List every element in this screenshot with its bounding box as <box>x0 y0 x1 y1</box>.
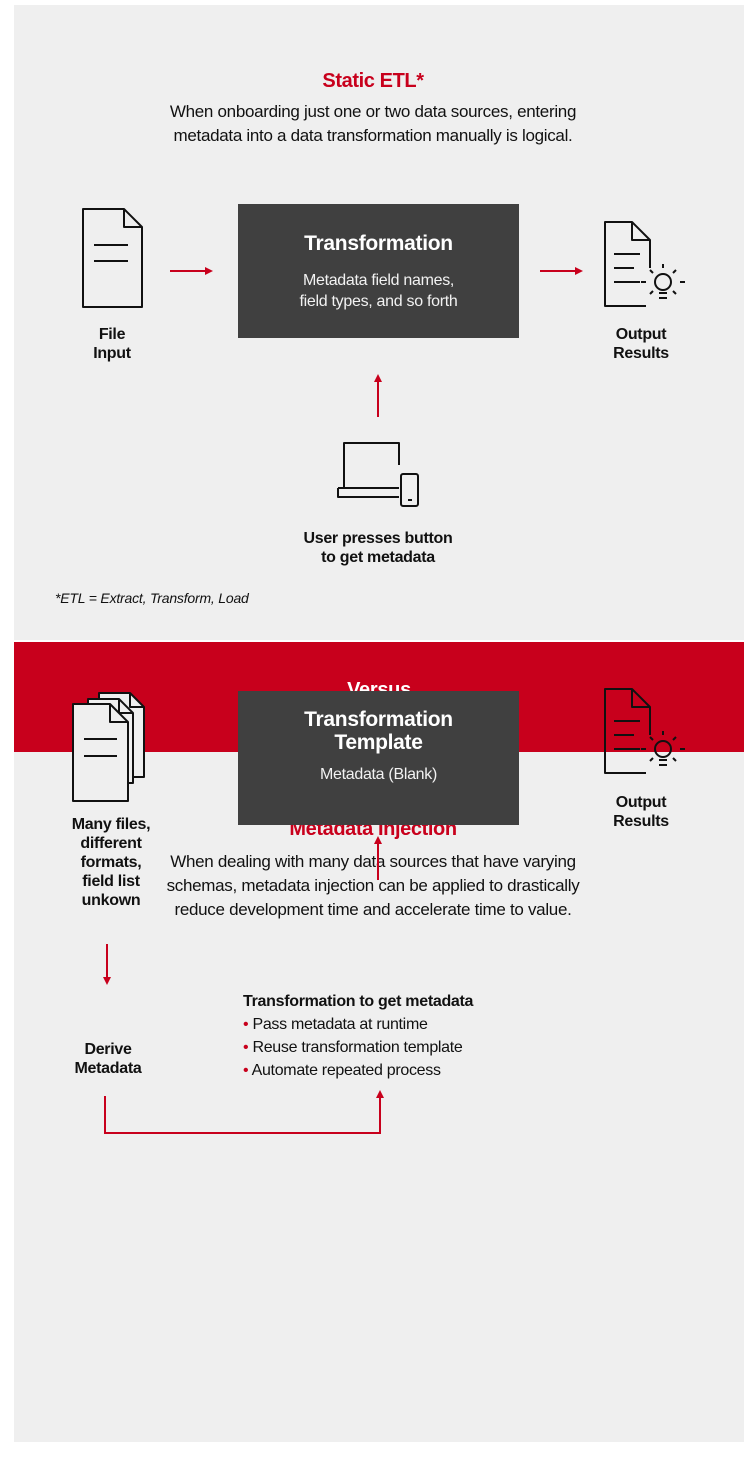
intro-line: reduce development time and accelerate t… <box>174 900 572 919</box>
transformation-box: Transformation Metadata field names, fie… <box>238 204 519 338</box>
output-results-label: Output Results <box>598 325 684 363</box>
intro-line: When dealing with many data sources that… <box>170 852 576 871</box>
bullet-dot: • <box>243 1016 253 1033</box>
arrow-right <box>170 267 213 275</box>
label-line: field list <box>82 873 140 890</box>
arrow-down <box>103 944 111 985</box>
document-icon <box>82 208 143 308</box>
box-sub-line: Metadata field names, <box>302 272 455 289</box>
label-line: Derive <box>84 1041 132 1058</box>
bullets-title: Transformation to get metadata <box>243 993 474 1010</box>
bullet-text: Automate repeated process <box>251 1062 441 1079</box>
file-input-label: File Input <box>70 325 154 363</box>
derive-metadata-label: Derive Metadata <box>60 1040 156 1078</box>
label-line: Results <box>613 813 669 830</box>
box-title-line: Transformation <box>304 708 453 731</box>
static-etl-title: Static ETL* <box>322 70 424 92</box>
user-presses-button-label: User presses button to get metadata <box>268 529 488 567</box>
label-line: Output <box>615 794 667 811</box>
static-etl-intro: When onboarding just one or two data sou… <box>0 100 746 148</box>
intro-line: metadata into a data transformation manu… <box>173 126 573 145</box>
box-title-line: Template <box>334 731 423 754</box>
box-sub-line: field types, and so forth <box>299 293 458 310</box>
bullet-item: • Automate repeated process <box>243 1062 441 1080</box>
bullet-dot: • <box>243 1039 253 1056</box>
many-files-label: Many files, different formats, field lis… <box>55 815 167 910</box>
intro-line: When onboarding just one or two data sou… <box>169 102 577 121</box>
arrow-right <box>540 267 583 275</box>
report-lightbulb-icon <box>604 221 685 307</box>
template-box-title: Transformation Template <box>238 708 519 754</box>
bullet-text: Pass metadata at runtime <box>252 1016 428 1033</box>
laptop-phone-icon <box>337 442 419 507</box>
transformation-box-subtitle: Metadata field names, field types, and s… <box>238 270 519 312</box>
label-line: Metadata <box>74 1060 142 1077</box>
label-line: Many files, <box>71 816 151 833</box>
label-line: to get metadata <box>321 549 435 566</box>
transformation-box-title: Transformation <box>304 232 453 255</box>
arrow-up <box>374 836 382 880</box>
label-line: User presses button <box>303 530 453 547</box>
label-line: Input <box>93 345 131 362</box>
bullet-item: • Reuse transformation template <box>243 1039 463 1057</box>
label-line: Results <box>613 345 669 362</box>
arrow-right <box>170 734 213 742</box>
template-box-subtitle: Metadata (Blank) <box>319 766 438 783</box>
intro-line: schemas, metadata injection can be appli… <box>166 876 580 895</box>
etl-footnote: *ETL = Extract, Transform, Load <box>55 590 249 606</box>
bullet-text: Reuse transformation template <box>252 1039 463 1056</box>
metadata-injection-intro: When dealing with many data sources that… <box>0 850 746 922</box>
arrow-up <box>374 374 382 417</box>
template-box: Transformation Template Metadata (Blank) <box>238 691 519 825</box>
label-line: Output <box>615 326 667 343</box>
stacked-documents-icon <box>72 692 145 802</box>
report-lightbulb-icon <box>604 688 685 774</box>
arrow-right <box>540 734 583 742</box>
feedback-arrow <box>104 1090 384 1134</box>
label-line: unkown <box>81 892 141 909</box>
bullet-item: • Pass metadata at runtime <box>243 1016 428 1034</box>
output-results-label: Output Results <box>598 793 684 831</box>
label-line: File <box>98 326 126 343</box>
label-line: formats, <box>80 854 142 871</box>
bullet-dot: • <box>243 1062 252 1079</box>
label-line: different <box>80 835 142 852</box>
